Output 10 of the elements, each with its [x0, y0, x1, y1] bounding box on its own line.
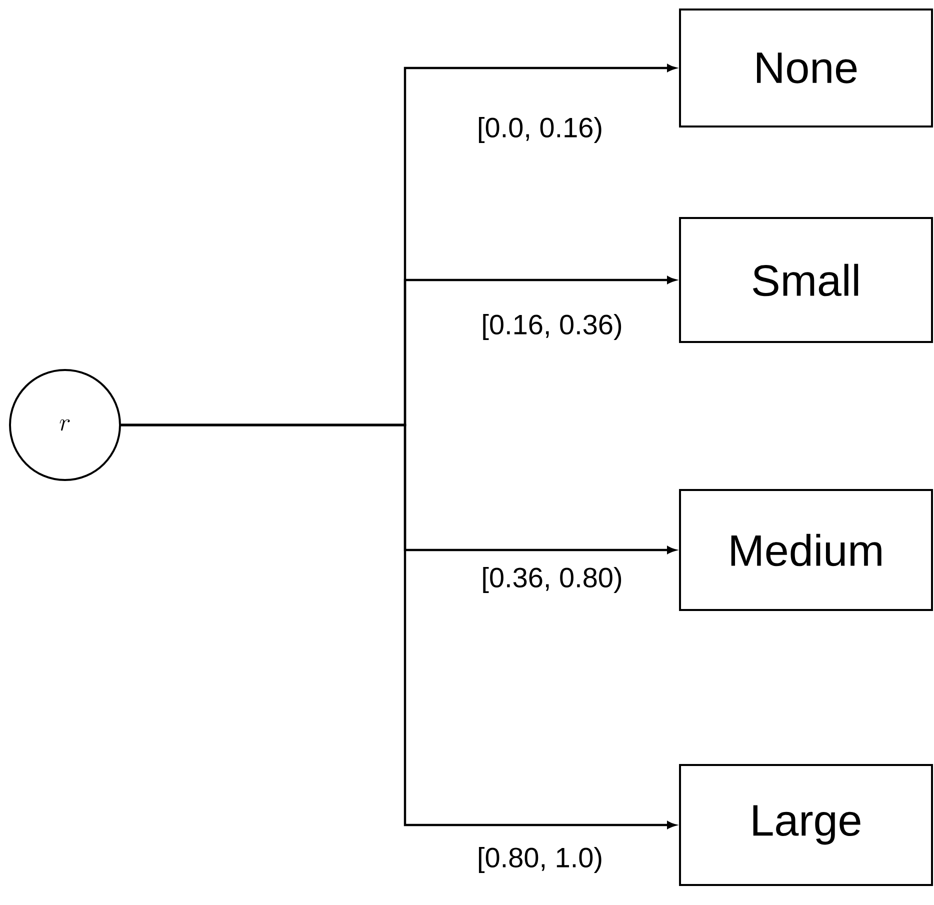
- edge-label: [0.80, 1.0): [478, 846, 602, 874]
- arrow: [121, 424, 676, 829]
- edge-label: [0.16, 0.36): [483, 314, 622, 340]
- edge-label: [0.36, 0.80): [483, 566, 622, 594]
- circle-node: $r$: [9, 369, 121, 481]
- category-box: None: [679, 8, 934, 128]
- edge-label: [0.0, 0.16): [478, 116, 602, 144]
- category-box: Large: [679, 764, 934, 886]
- category-box: Medium: [679, 489, 934, 611]
- category-box: Small: [679, 217, 934, 343]
